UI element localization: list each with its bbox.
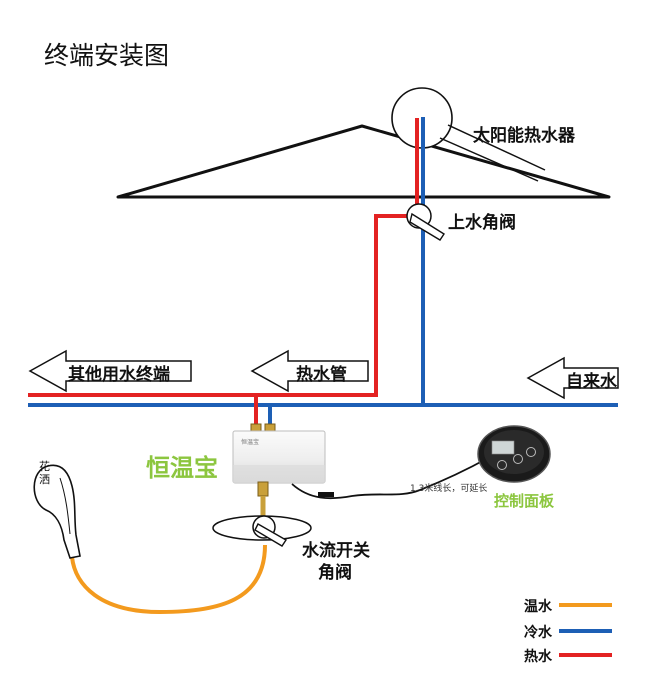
legend-cold-label: 冷水 — [524, 625, 552, 641]
label-other-outlets: 其他用水终端 — [68, 365, 170, 385]
control-cable[interactable] — [291, 457, 489, 500]
inlet-valve-icon[interactable] — [406, 203, 445, 241]
cable-connector — [318, 492, 334, 497]
arrow-other-outlets — [28, 349, 192, 393]
unit-logo: 恒温宝 — [241, 438, 259, 446]
hot-pipe-branch — [374, 214, 410, 395]
thermostat-unit-shadow — [233, 465, 325, 483]
label-flow-valve-line2: 角阀 — [318, 563, 352, 583]
product-name: 恒温宝 — [146, 454, 218, 482]
solar-panel-edge-bottom — [439, 137, 539, 182]
legend-hot-label: 热水 — [524, 649, 552, 665]
label-showerhead: 花洒 — [39, 460, 50, 486]
warm-water-hose — [70, 544, 267, 615]
label-hot-pipe: 热水管 — [296, 365, 347, 385]
control-panel-device[interactable] — [477, 425, 551, 483]
label-inlet-valve: 上水角阀 — [448, 213, 516, 233]
arrow-hot-pipe — [250, 349, 369, 393]
legend-warm-label: 温水 — [524, 599, 552, 615]
arrow-tap-water — [526, 356, 619, 400]
solar-panel-edge-top — [447, 124, 546, 171]
flow-valve-icon[interactable] — [252, 515, 287, 547]
showerhead-icon — [33, 464, 81, 559]
label-cable-note: 1.3米线长，可延长 — [410, 484, 488, 494]
label-solar-heater: 太阳能热水器 — [473, 126, 575, 146]
page-title: 终端安装图 — [44, 41, 170, 70]
roof — [116, 124, 611, 199]
label-control-panel: 控制面板 — [494, 492, 555, 510]
outlet-fitting — [257, 481, 269, 497]
label-flow-valve-line1: 水流开关 — [302, 541, 370, 561]
label-tap-water: 自来水 — [566, 372, 617, 392]
